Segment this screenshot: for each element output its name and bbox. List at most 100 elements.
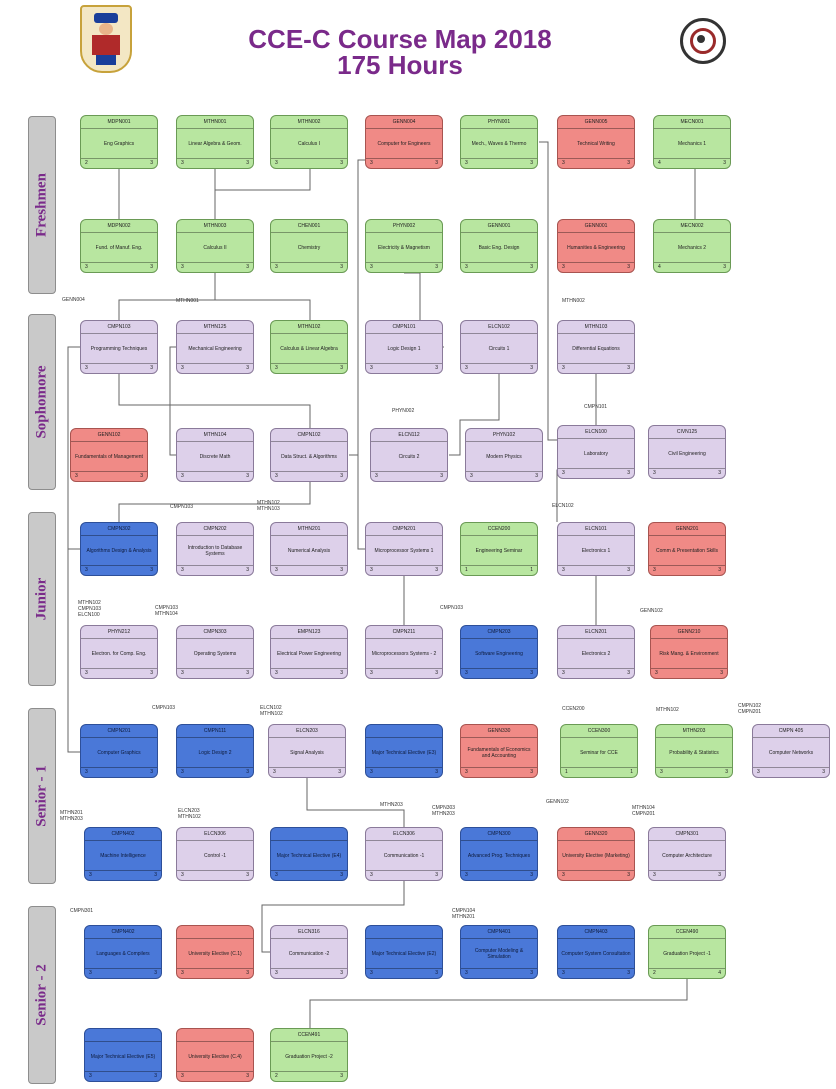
page-subtitle: 175 Hours	[337, 50, 463, 80]
course-divider	[558, 668, 634, 669]
course-name: University Elective (C.4)	[188, 1054, 242, 1060]
course-name: Laboratory	[584, 451, 608, 457]
course-credit-right: 3	[720, 670, 723, 676]
course-credit-right: 3	[140, 473, 143, 479]
course-credit-left: 3	[562, 264, 565, 270]
course-credit-right: 3	[246, 264, 249, 270]
page-title: CCE-C Course Map 2018	[248, 24, 552, 54]
course-name: Calculus & Linear Algebra	[280, 346, 338, 352]
course-credit-left: 3	[275, 473, 278, 479]
course-divider	[271, 1071, 347, 1072]
course-credit-right: 3	[530, 670, 533, 676]
course-code: MECN001	[654, 116, 730, 129]
course-credit-right: 3	[150, 264, 153, 270]
course-credit-right: 3	[627, 872, 630, 878]
course-credit-right: 3	[627, 470, 630, 476]
prerequisite-label: CMPN103	[440, 605, 464, 611]
course-name: Logic Design 2	[198, 750, 232, 756]
course-credit-left: 3	[562, 365, 565, 371]
course-code: CMPN202	[177, 523, 253, 536]
course-divider	[81, 668, 157, 669]
course-credit-left: 3	[655, 670, 658, 676]
course-name: Graduation Project -1	[663, 951, 711, 957]
year-band-junior: Junior	[28, 512, 56, 686]
course-divider	[651, 668, 727, 669]
course-name: Humanities & Engineering	[567, 245, 625, 251]
prerequisite-label: CMPN102 CMPN201	[738, 703, 762, 715]
course-credit-left: 3	[275, 670, 278, 676]
course-divider	[558, 870, 634, 871]
course-name: Computer Architecture	[662, 853, 712, 859]
course-code: MECN002	[654, 220, 730, 233]
course-credit-left: 4	[658, 160, 661, 166]
course-name: Microprocessor Systems 1	[374, 548, 434, 554]
